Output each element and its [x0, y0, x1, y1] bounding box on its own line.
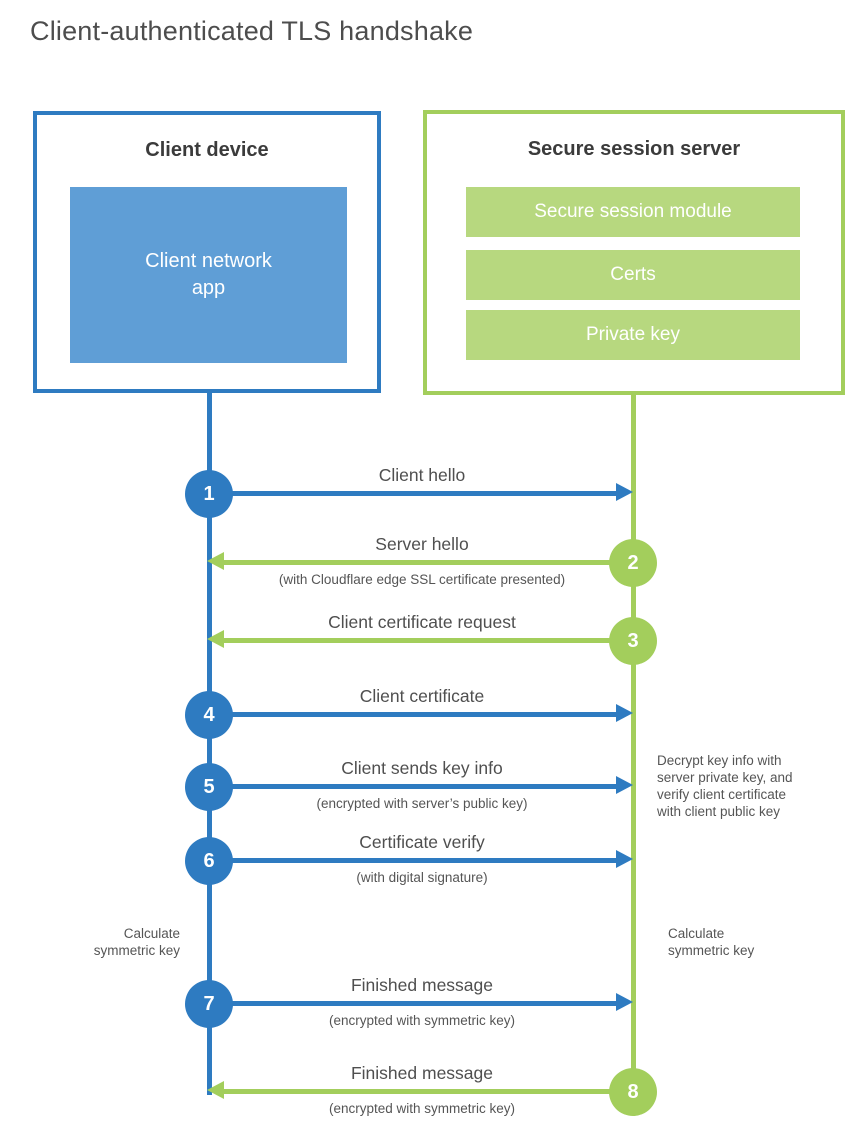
step-7-arrow-line [228, 1001, 616, 1006]
step-5-sublabel: (encrypted with server’s public key) [316, 796, 528, 811]
step-5-label: Client sends key info [341, 758, 503, 778]
note-decrypt-key-info: Decrypt key info with server private key… [657, 753, 793, 819]
step-6-arrow-line [228, 858, 616, 863]
step-3-arrow-line [224, 638, 620, 643]
step-8-arrow-line [224, 1089, 620, 1094]
step-3-arrowhead-left-icon [207, 630, 224, 648]
server-module-certs: Certs [466, 250, 800, 300]
client-lifeline [207, 391, 212, 1095]
step-5-arrow-line [228, 784, 616, 789]
step-7-arrowhead-right-icon [616, 993, 633, 1011]
step-3-label: Client certificate request [328, 612, 516, 632]
note-calculate-symmetric-key-server: Calculate symmetric key [668, 926, 755, 958]
step-4-label: Client certificate [359, 686, 485, 706]
step-4-circle: 4 [185, 691, 233, 739]
client-device-box: Client device Client network app [33, 111, 381, 393]
note-calculate-symmetric-key-client: Calculate symmetric key [93, 926, 180, 958]
client-network-app-box: Client network app [70, 187, 347, 363]
step-1-label: Client hello [378, 465, 466, 485]
server-module-private-key: Private key [466, 310, 800, 360]
step-2-arrow-line [224, 560, 620, 565]
step-1-arrow-line [228, 491, 616, 496]
step-6-sublabel: (with digital signature) [356, 870, 488, 885]
step-1-arrowhead-right-icon [616, 483, 633, 501]
step-7-label: Finished message [350, 975, 494, 995]
step-3-circle: 3 [609, 617, 657, 665]
step-5-circle: 5 [185, 763, 233, 811]
step-2-circle: 2 [609, 539, 657, 587]
step-8-arrowhead-left-icon [207, 1081, 224, 1099]
page-title: Client-authenticated TLS handshake [30, 16, 474, 46]
step-6-circle: 6 [185, 837, 233, 885]
step-5-arrowhead-right-icon [616, 776, 633, 794]
step-8-sublabel: (encrypted with symmetric key) [328, 1101, 516, 1116]
secure-session-server-box: Secure session server Secure session mod… [423, 110, 845, 395]
step-6-arrowhead-right-icon [616, 850, 633, 868]
step-2-sublabel: (with Cloudflare edge SSL certificate pr… [278, 572, 566, 587]
server-module-secure-session-module: Secure session module [466, 187, 800, 237]
step-8-label: Finished message [350, 1063, 494, 1083]
secure-session-server-title: Secure session server [527, 138, 741, 160]
step-8-circle: 8 [609, 1068, 657, 1116]
step-1-circle: 1 [185, 470, 233, 518]
step-2-label: Server hello [375, 534, 469, 554]
step-6-label: Certificate verify [359, 832, 485, 852]
server-lifeline [631, 393, 636, 1092]
step-7-circle: 7 [185, 980, 233, 1028]
step-2-arrowhead-left-icon [207, 552, 224, 570]
step-7-sublabel: (encrypted with symmetric key) [328, 1013, 516, 1028]
step-4-arrowhead-right-icon [616, 704, 633, 722]
client-device-title: Client device [145, 139, 269, 161]
step-4-arrow-line [228, 712, 616, 717]
